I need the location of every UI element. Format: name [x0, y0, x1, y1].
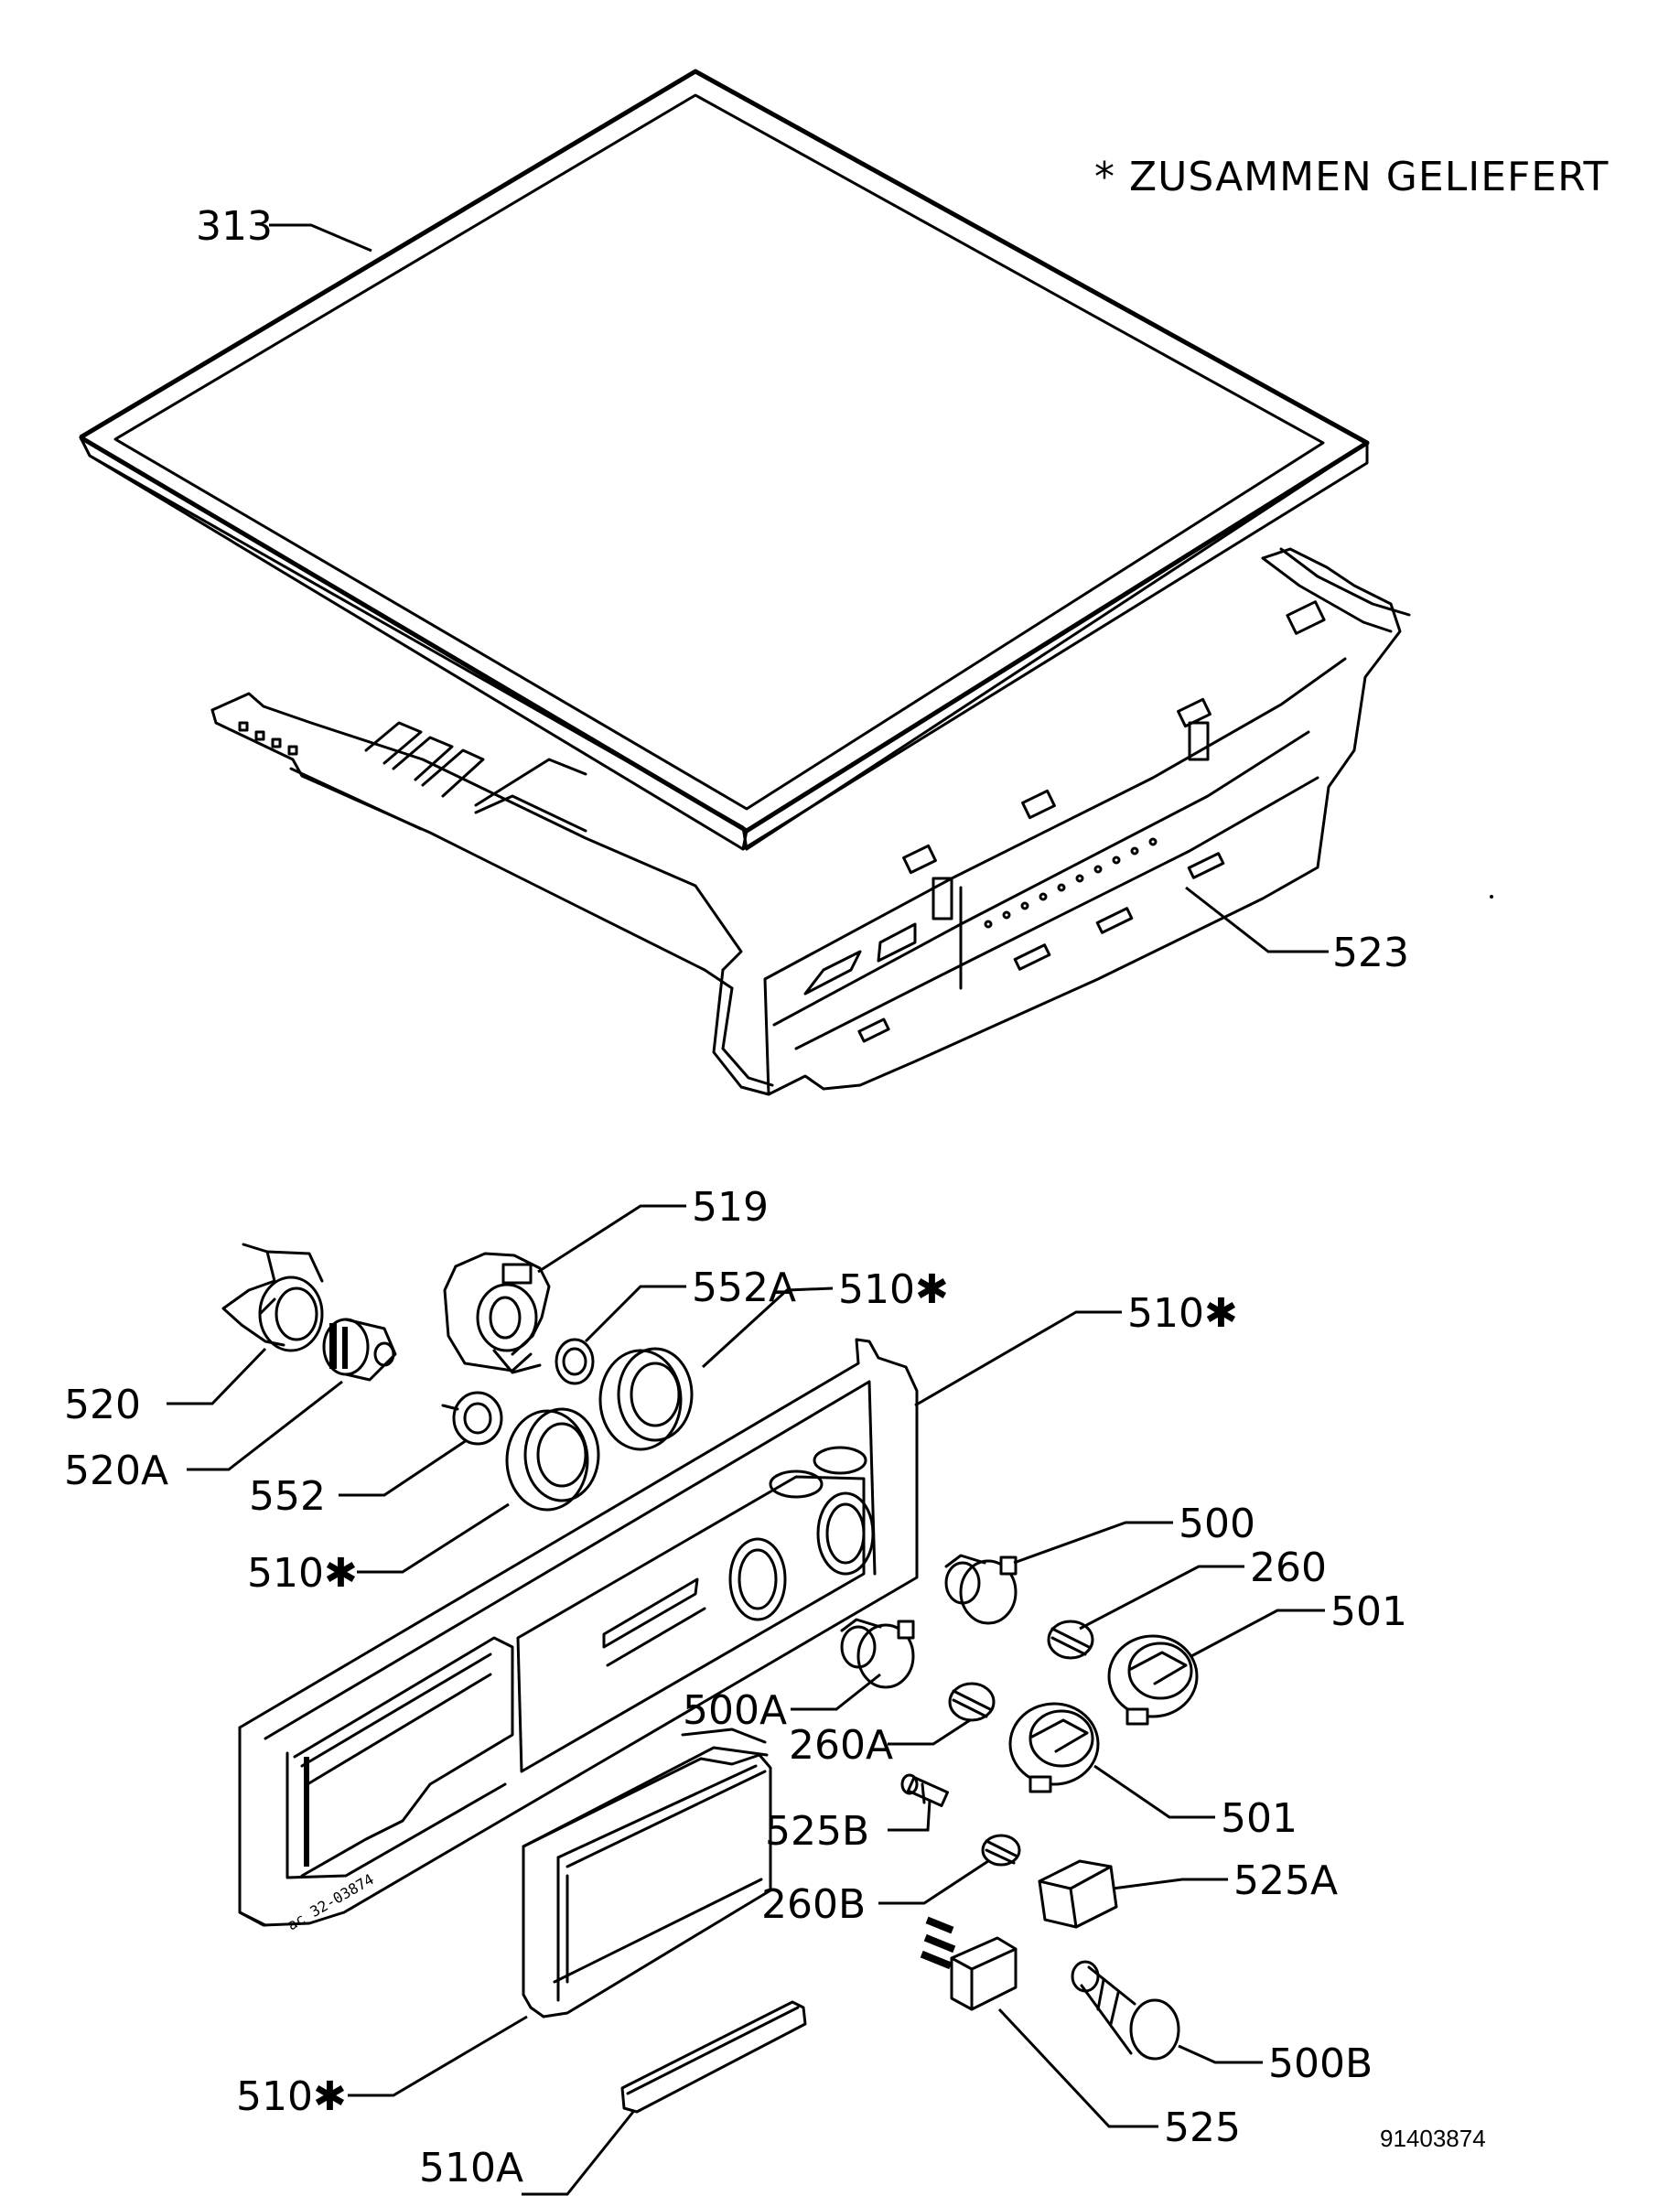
document-number: 91403874 [1380, 2125, 1486, 2152]
bracket-520 [221, 1243, 324, 1352]
control-fascia-510: ac 32-03874 [238, 1338, 919, 1933]
spring-260A [948, 1682, 996, 1722]
holder-519 [443, 1252, 551, 1374]
label-510-panel: 510✱ [1127, 1290, 1238, 1337]
shaft-500B [1071, 1960, 1180, 2061]
coupler-500A [840, 1618, 915, 1689]
label-552: 552 [249, 1473, 326, 1520]
leader-lines [167, 223, 1329, 2196]
worktop-lid-313 [79, 69, 1370, 851]
stray-dot [1490, 895, 1493, 899]
label-260: 260 [1250, 1545, 1327, 1591]
label-510-drawer: 510✱ [236, 2073, 347, 2120]
label-520: 520 [64, 1382, 141, 1428]
knob-501-bottom [1008, 1702, 1100, 1793]
label-313: 313 [196, 203, 273, 250]
label-500A: 500A [683, 1687, 787, 1734]
label-510A: 510A [419, 2145, 523, 2191]
bushing-520A [322, 1318, 397, 1382]
label-501-top: 501 [1330, 1588, 1407, 1635]
label-525A: 525A [1233, 1857, 1338, 1904]
label-510-knob-top: 510✱ [838, 1266, 949, 1313]
label-501-bottom: 501 [1221, 1795, 1298, 1842]
coupler-500 [944, 1554, 1018, 1625]
pin-525B [900, 1773, 950, 1807]
label-plate-510A [620, 2000, 807, 2114]
drawer-front-510 [522, 1728, 772, 2018]
label-500: 500 [1179, 1501, 1255, 1547]
label-525: 525 [1164, 2104, 1241, 2151]
part-labels: 313 523 519 552A 510✱ 510✱ 520 520A 552 … [64, 203, 1409, 2191]
knob-510-bottom [505, 1407, 600, 1512]
label-260A: 260A [789, 1722, 893, 1769]
spring-260 [1047, 1620, 1094, 1660]
label-500B: 500B [1268, 2040, 1373, 2087]
label-523: 523 [1332, 930, 1409, 976]
supplied-together-note: * ZUSAMMEN GELIEFERT [1094, 154, 1609, 200]
label-525B: 525B [765, 1808, 869, 1855]
label-552A: 552A [692, 1265, 796, 1311]
label-260B: 260B [761, 1881, 866, 1928]
label-510-knob-bottom: 510✱ [247, 1550, 358, 1597]
switch-525 [920, 1916, 1018, 2011]
label-519: 519 [692, 1184, 769, 1231]
label-520A: 520A [64, 1448, 168, 1494]
knob-501-top [1107, 1634, 1199, 1726]
button-525A [1038, 1859, 1118, 1929]
spring-260B [981, 1834, 1021, 1867]
knob-510-top [598, 1347, 694, 1451]
shaft-552 [441, 1391, 503, 1446]
ring-552A [555, 1338, 595, 1385]
worktop-frame-523 [210, 547, 1411, 1096]
